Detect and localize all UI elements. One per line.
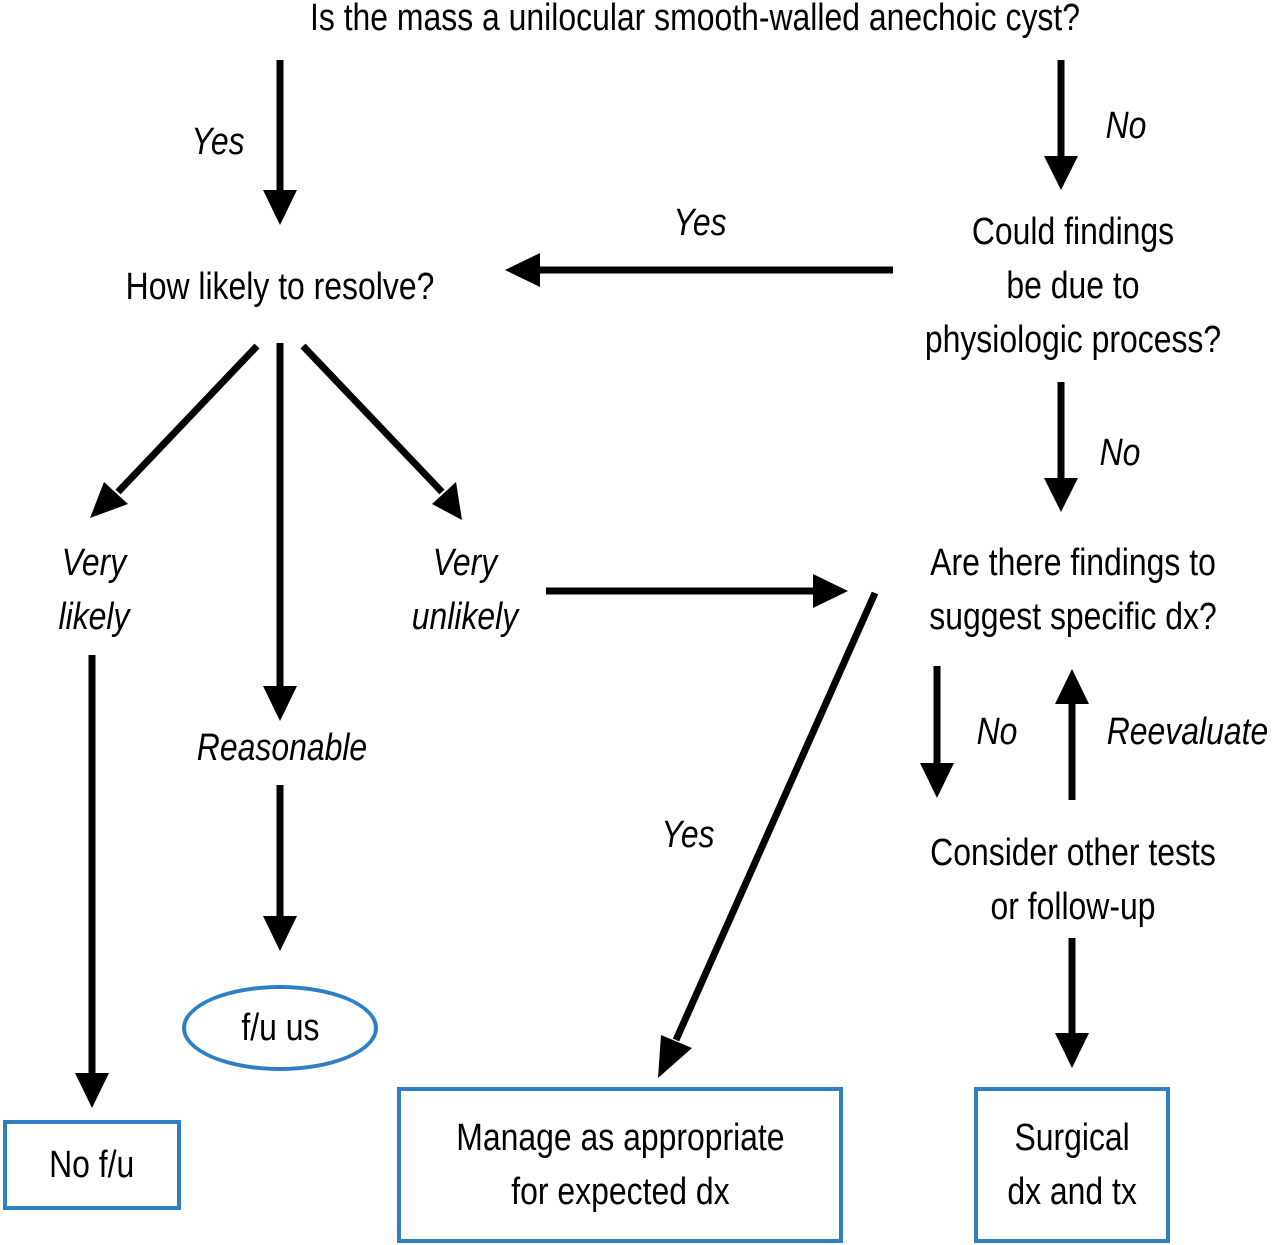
arrow-other-tests-to-specific — [1055, 669, 1089, 800]
edge-label-physio-no: No — [1099, 432, 1141, 474]
manage-line-1: Manage as appropriate — [455, 1117, 785, 1159]
no-fu-text: No f/u — [49, 1144, 135, 1186]
surgical-text: Surgical dx and tx — [1007, 1111, 1137, 1219]
arrow-very-likely-to-no-fu — [75, 655, 109, 1108]
physiologic-line-1: Could findings — [971, 211, 1175, 253]
fu-us-text: f/u us — [240, 1007, 320, 1049]
edge-label-start-no: No — [1105, 105, 1147, 147]
very-likely-line-1: Very — [61, 542, 127, 584]
reasonable-label: Reasonable — [196, 727, 368, 769]
edge-label-physio-yes: Yes — [673, 202, 727, 244]
specific-dx-question: Are there findings to suggest specific d… — [911, 536, 1235, 644]
manage-text: Manage as appropriate for expected dx — [456, 1111, 784, 1219]
arrow-very-unlikely-to-specific — [546, 574, 848, 608]
physiologic-line-2: be due to — [1006, 265, 1140, 307]
arrow-specific-to-other-tests — [920, 666, 954, 798]
arrow-resolve-to-reasonable — [263, 343, 297, 721]
arrow-physiologic-to-specific — [1044, 382, 1078, 512]
arrow-physiologic-to-resolve — [505, 253, 893, 287]
edge-label-specific-yes: Yes — [661, 814, 715, 856]
physiologic-question: Could findings be due to physiologic pro… — [911, 205, 1235, 367]
very-likely-label: Very likely — [32, 536, 156, 644]
edge-label-start-yes: Yes — [191, 121, 245, 163]
surgical-line-1: Surgical — [1014, 1117, 1130, 1159]
no-fu-node: No f/u — [3, 1120, 181, 1210]
arrow-start-to-resolve — [263, 60, 297, 225]
very-unlikely-label: Very unlikely — [394, 536, 537, 644]
arrow-resolve-to-very-likely — [90, 343, 260, 518]
other-tests-line-2: or follow-up — [990, 886, 1156, 928]
arrow-start-to-physiologic — [1044, 60, 1078, 190]
very-likely-line-2: likely — [58, 596, 130, 638]
surgical-line-2: dx and tx — [1007, 1171, 1137, 1213]
arrow-specific-to-manage — [658, 591, 879, 1078]
edge-label-reevaluate: Reevaluate — [1106, 711, 1269, 753]
other-tests-node: Consider other tests or follow-up — [911, 826, 1235, 934]
manage-line-2: for expected dx — [510, 1171, 730, 1213]
very-unlikely-line-2: unlikely — [411, 596, 519, 638]
fu-us-node: f/u us — [182, 985, 378, 1071]
arrow-reasonable-to-fu-us — [263, 785, 297, 951]
specific-line-2: suggest specific dx? — [929, 596, 1217, 638]
specific-line-1: Are there findings to — [930, 542, 1216, 584]
edge-label-specific-no: No — [976, 711, 1018, 753]
very-unlikely-line-1: Very — [432, 542, 498, 584]
start-question: Is the mass a unilocular smooth-walled a… — [309, 0, 1080, 39]
resolve-question: How likely to resolve? — [125, 266, 435, 308]
other-tests-line-1: Consider other tests — [930, 832, 1216, 874]
physiologic-line-3: physiologic process? — [924, 319, 1222, 361]
arrow-resolve-to-very-unlikely — [300, 343, 462, 520]
surgical-node: Surgical dx and tx — [974, 1087, 1170, 1243]
manage-node: Manage as appropriate for expected dx — [397, 1087, 843, 1243]
arrow-other-tests-to-surgical — [1055, 938, 1089, 1068]
